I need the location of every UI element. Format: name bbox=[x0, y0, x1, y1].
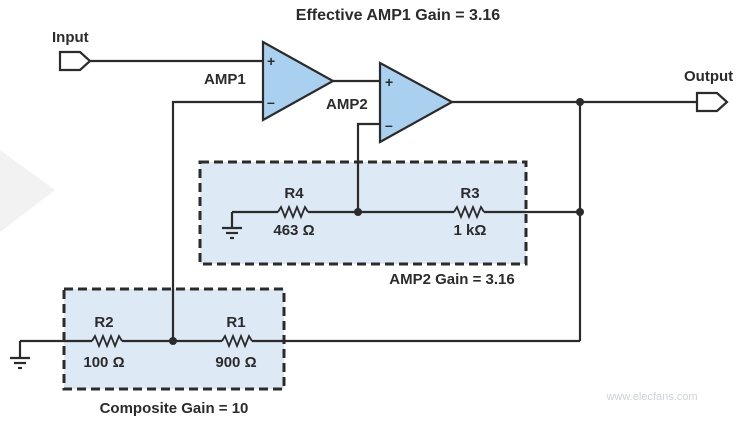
r2-name: R2 bbox=[94, 314, 113, 331]
input-label: Input bbox=[52, 29, 89, 46]
r4-value: 463 Ω bbox=[273, 222, 314, 239]
r3-name: R3 bbox=[460, 185, 479, 202]
r4-name: R4 bbox=[284, 185, 304, 202]
composite-gain-caption: Composite Gain = 10 bbox=[100, 400, 249, 417]
amp2-plus-sign: + bbox=[385, 74, 393, 90]
r3-resistor bbox=[453, 204, 485, 220]
r1-name: R1 bbox=[226, 314, 245, 331]
r2-value: 100 Ω bbox=[83, 354, 124, 371]
r1-value: 900 Ω bbox=[215, 354, 256, 371]
amp1-label: AMP1 bbox=[204, 71, 246, 88]
output-junction-dot bbox=[576, 98, 584, 106]
ground-symbol-composite bbox=[10, 356, 30, 370]
output-label: Output bbox=[684, 68, 733, 85]
output-port bbox=[695, 91, 729, 113]
amp2-minus-sign: – bbox=[385, 117, 393, 133]
ground-symbol-amp2 bbox=[222, 226, 242, 240]
r1-resistor bbox=[221, 333, 253, 349]
input-port bbox=[58, 50, 92, 72]
diagram-title: Effective AMP1 Gain = 3.16 bbox=[296, 7, 500, 24]
amp2-triangle bbox=[378, 61, 455, 144]
amp2-label: AMP2 bbox=[326, 96, 368, 113]
r4-r3-junction-dot bbox=[354, 208, 362, 216]
amp1-inverting-wire bbox=[171, 100, 263, 341]
amp2-gain-caption: AMP2 Gain = 3.16 bbox=[389, 271, 514, 288]
amp1-triangle bbox=[261, 40, 336, 122]
amp2-inverting-wire bbox=[356, 122, 380, 212]
amp1-minus-sign: – bbox=[267, 94, 275, 110]
r4-resistor bbox=[277, 204, 309, 220]
amp1-plus-sign: + bbox=[267, 53, 275, 69]
r2-resistor bbox=[91, 333, 123, 349]
r3-value: 1 kΩ bbox=[454, 222, 487, 239]
r2-r1-junction-dot bbox=[169, 337, 177, 345]
background-chevron bbox=[0, 150, 55, 232]
watermark-text: www.elecfans.com bbox=[605, 391, 697, 403]
